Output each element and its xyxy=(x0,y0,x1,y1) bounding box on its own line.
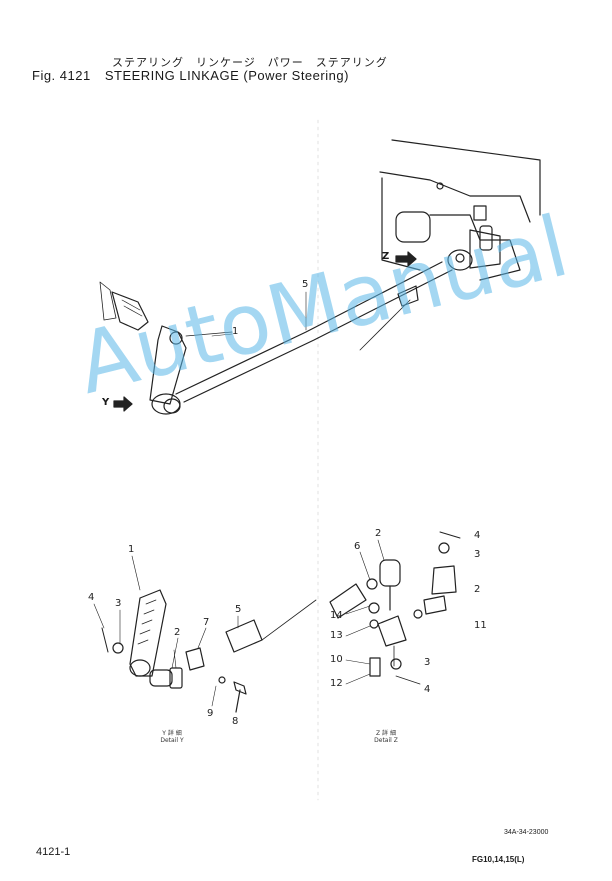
view-label-y: Y xyxy=(102,397,110,408)
callout-y-washer: 9 xyxy=(207,708,214,719)
part-code: 34A-34-23000 xyxy=(504,829,549,836)
callout-y-pin: 4 xyxy=(88,592,95,603)
model-code: FG10,14,15(L) xyxy=(472,855,525,864)
callout-z-tube-nut: 6 xyxy=(354,541,361,552)
callout-y-bolt: 8 xyxy=(232,716,239,727)
leader-lines xyxy=(93,291,385,685)
page-number: 4121-1 xyxy=(36,846,71,858)
callout-z-joint-right: 2 xyxy=(474,584,481,595)
callout-z-joint-top: 2 xyxy=(375,528,382,539)
callout-z-nut-low: 3 xyxy=(424,657,431,668)
figure-title: Fig. 4121 STEERING LINKAGE (Power Steeri… xyxy=(32,68,359,83)
upper-arm xyxy=(99,281,233,415)
callout-z-nut-top: 3 xyxy=(474,549,481,560)
callout-y-joint: 2 xyxy=(174,627,181,638)
callout-z-clamp: 10 xyxy=(330,654,343,665)
callout-z-nut11: 11 xyxy=(474,620,487,631)
detail-z-caption-jp: Z 詳 細 xyxy=(376,730,396,737)
view-label-z: Z xyxy=(382,251,390,262)
figure-number: Fig. 4121 xyxy=(32,68,91,83)
detail-y-parts xyxy=(101,589,317,713)
callout-z-ring14: 14 xyxy=(330,610,343,621)
callout-z-bolt: 12 xyxy=(330,678,343,689)
callout-y-clamp: 7 xyxy=(203,617,210,628)
callout-z-pin: 4 xyxy=(474,530,481,541)
view-arrow-z-upper xyxy=(395,251,417,267)
callout-y-arm: 1 xyxy=(128,544,135,555)
callout-y-tube: 5 xyxy=(235,604,242,615)
tie-rod-end-upper xyxy=(447,225,493,271)
long-rod xyxy=(175,261,453,403)
callout-upper-rod: 5 xyxy=(302,279,309,290)
callout-upper-arm: 1 xyxy=(232,326,239,337)
japanese-title: ステアリング リンケージ パワー ステアリング xyxy=(112,56,388,69)
view-arrow-y xyxy=(113,396,133,412)
callout-z-pin-low: 4 xyxy=(424,684,431,695)
detail-z-caption: Z 詳 細 Detail Z xyxy=(366,730,406,744)
detail-y-caption-en: Detail Y xyxy=(160,737,184,744)
callout-z-ring13: 13 xyxy=(330,630,343,641)
callout-y-nut: 3 xyxy=(115,598,122,609)
detail-z-parts xyxy=(329,531,461,685)
detail-y-caption-jp: Y 詳 細 xyxy=(162,730,182,737)
detail-z-caption-en: Detail Z xyxy=(374,737,398,744)
frame-assembly xyxy=(379,139,541,281)
figure-caption: STEERING LINKAGE (Power Steering) xyxy=(104,68,349,83)
detail-y-caption: Y 詳 細 Detail Y xyxy=(152,730,192,744)
